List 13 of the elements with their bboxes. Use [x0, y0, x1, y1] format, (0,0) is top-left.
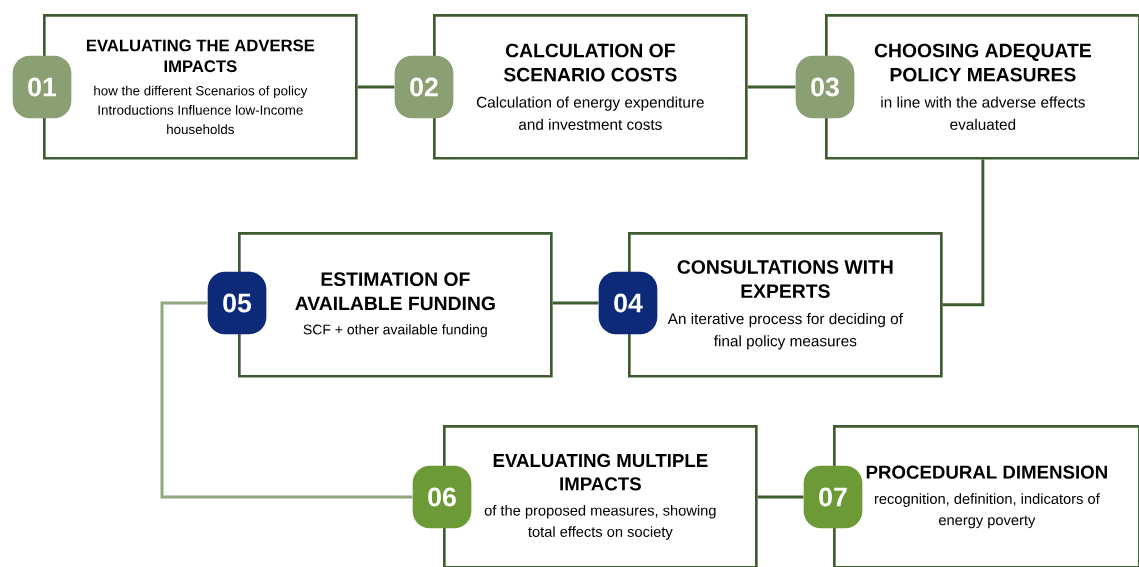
- connector-line: [160, 301, 413, 499]
- number-badge: 04: [598, 271, 658, 335]
- number-badge: 05: [207, 271, 267, 335]
- number-badge: 07: [803, 465, 863, 529]
- number-badge: 02: [394, 55, 454, 119]
- connector-line: [757, 495, 804, 499]
- connector-line: [357, 85, 395, 89]
- connector-line: [552, 301, 599, 305]
- number-badge: 01: [12, 55, 72, 119]
- connector-line: [942, 159, 985, 307]
- number-badge: 03: [795, 55, 855, 119]
- number-badge: 06: [412, 465, 472, 529]
- connector-line: [747, 85, 796, 89]
